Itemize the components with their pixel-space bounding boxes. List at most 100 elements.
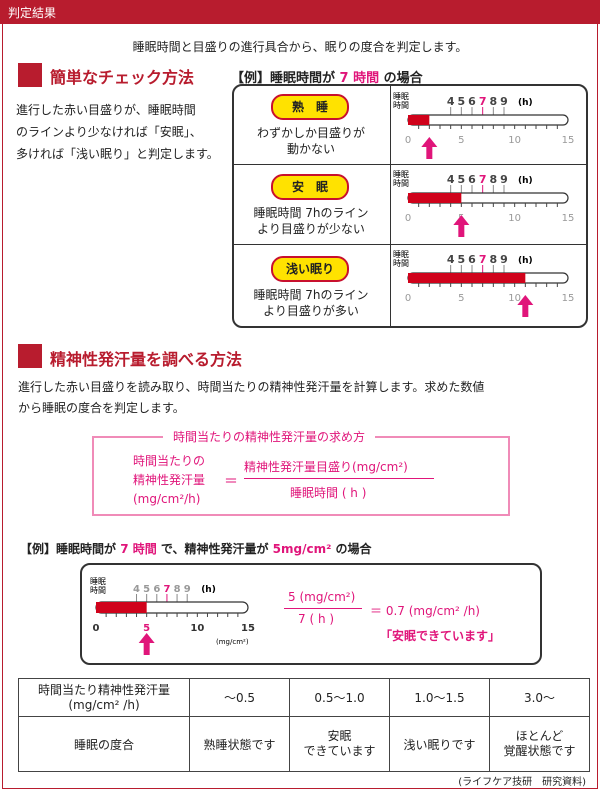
row-desc: 睡眠時間 7hのライン より目盛りが少ない	[234, 205, 388, 237]
formula-left-line: 時間当たりの	[133, 454, 206, 468]
arrow-up-icon	[453, 215, 470, 237]
table-cell: 熟睡状態です	[189, 716, 290, 772]
example2-mid: で、精神性発汗量が	[160, 542, 269, 556]
method-description: 進行した赤い目盛りを読み取り、時間当たりの精神性発汗量を計算します。求めた数値 …	[18, 377, 484, 419]
gauge-top-number: 9	[500, 173, 508, 186]
cell-line: 安眠	[327, 729, 352, 743]
gauge-top-number: 6	[153, 584, 160, 595]
gauge-track	[407, 114, 569, 126]
gauge-unit: (h)	[518, 176, 533, 186]
gauge-top-number: 8	[490, 253, 498, 266]
intro-text: 睡眠時間と目盛りの進行具合から、眠りの度合を判定します。	[132, 40, 468, 54]
table-cell: 3.0～	[489, 678, 590, 717]
gauge-top-number: 5	[143, 584, 150, 595]
table-row: 時間当たり精神性発汗量 (mg/cm² /h) ～0.5 0.5～1.0 1.0…	[18, 678, 590, 717]
gauge-bottom-number: 15	[562, 213, 575, 224]
gauge-top-number: 5	[458, 253, 466, 266]
column-divider	[390, 86, 391, 326]
gauge-top-number: 8	[490, 95, 498, 108]
gauge-bottom-number: 15	[562, 293, 575, 304]
page-title: 判定結果	[8, 6, 57, 20]
gauge-top-number: 7	[163, 584, 170, 595]
section-marker-icon	[18, 344, 42, 368]
gauge-bottom-number: 5	[458, 135, 464, 146]
row-desc-line: 睡眠時間 7hのライン	[253, 206, 369, 220]
cell-line: 熟睡状態です	[203, 737, 276, 752]
gauge-top-number: 8	[490, 173, 498, 186]
row-divider	[234, 244, 586, 245]
row-desc-line: 睡眠時間 7hのライン	[253, 288, 369, 302]
badge-deep-sleep: 熟 睡	[271, 94, 349, 120]
example2-label: 【例】睡眠時間が 7 時間 で、精神性発汗量が 5mg/cm² の場合	[20, 540, 372, 557]
example-prefix: 【例】睡眠時間が	[231, 71, 336, 86]
gauge-fill	[408, 273, 526, 283]
gauge-top-number: 4	[447, 95, 455, 108]
gauge-fill	[408, 115, 430, 125]
gauge-unit: (h)	[518, 256, 533, 266]
gauge-bottom-number: 0	[405, 135, 411, 146]
gauge-label: 時間	[393, 179, 409, 188]
cell-line: できています	[303, 744, 376, 758]
gauge-bottom-number: 0	[405, 293, 411, 304]
row-desc-line: 動かない	[286, 142, 335, 156]
gauge-top-number: 9	[184, 584, 191, 595]
gauge-label: 時間	[393, 101, 409, 110]
formula-numerator: 精神性発汗量目盛り(mg/cm²)	[244, 460, 408, 474]
example2-suffix: の場合	[335, 542, 372, 556]
badge-sound-sleep: 安 眠	[271, 174, 349, 200]
section-marker-icon	[18, 63, 42, 87]
gauge-unit: (h)	[518, 98, 533, 108]
gauge-label: 睡眠	[393, 170, 409, 179]
gauge-label: 睡眠	[90, 577, 106, 586]
gauge-top-number: 4	[133, 584, 140, 595]
arrow-up-icon	[421, 137, 438, 159]
gauge-bottom-number: 5	[458, 293, 464, 304]
calc-denominator: 7 ( h )	[298, 612, 335, 626]
gauge-top-number: 7	[479, 253, 487, 266]
gauge-top-number: 5	[458, 95, 466, 108]
cell-line: 覚醒状態です	[503, 744, 576, 758]
gauge-top-number: 4	[447, 253, 455, 266]
gauge-top-number: 7	[479, 95, 487, 108]
example2-amount: 5mg/cm²	[272, 542, 332, 556]
content-frame	[2, 24, 598, 789]
gauge-top-number: 6	[468, 173, 476, 186]
gauge-bottom-number: 5	[143, 623, 150, 634]
calc-fraction-bar	[284, 608, 362, 609]
calc-numerator: 5 (mg/cm²)	[288, 590, 356, 604]
table-cell: ほとんど覚醒状態です	[489, 716, 590, 772]
badge-light-sleep: 浅い眠り	[271, 256, 349, 282]
gauge-top-number: 6	[468, 95, 476, 108]
gauge-top-number: 4	[447, 173, 455, 186]
method-title: 精神性発汗量を調べる方法	[50, 350, 243, 369]
gauge-bottom-number: 10	[508, 213, 521, 224]
calc-verdict: 「安眠できています」	[380, 629, 501, 643]
gauge-fill	[408, 193, 462, 203]
formula-title: 時間当たりの精神性発汗量の求め方	[163, 428, 376, 445]
table-cell: 0.5～1.0	[289, 678, 390, 717]
formula-left-line: (mg/cm²/h)	[133, 492, 201, 506]
table-row: 睡眠の度合 熟睡状態です 安眠できています 浅い眠りです ほとんど覚醒状態です	[18, 716, 590, 772]
calc-result: ＝ 0.7 (mg/cm² /h)	[370, 604, 480, 618]
desc-line: 進行した赤い目盛りが、睡眠時間	[16, 103, 196, 117]
row-desc-line: より目盛りが少ない	[257, 222, 365, 236]
row-desc: わずかしか目盛りが 動かない	[234, 125, 388, 157]
example2-hours: 7 時間	[120, 542, 157, 556]
example-suffix: の場合	[383, 71, 423, 86]
cell-line: ほとんど	[515, 729, 564, 743]
example2-box	[80, 563, 542, 665]
simple-description: 進行した赤い目盛りが、睡眠時間 のラインより少なければ「安眠」、 多ければ「浅い…	[16, 99, 219, 165]
gauge-unit-small: (mg/cm²)	[216, 638, 249, 646]
table-cell: ～0.5	[189, 678, 290, 717]
arrow-up-icon	[138, 633, 155, 655]
gauge-unit: (h)	[201, 585, 216, 595]
simple-example-label: 【例】睡眠時間が 7 時間 の場合	[231, 67, 423, 86]
table-cell: 浅い眠りです	[389, 716, 490, 772]
cell-line: 浅い眠りです	[403, 737, 476, 752]
desc-line: 多ければ「浅い眠り」と判定します。	[16, 147, 219, 161]
table-header-label: 時間当たり精神性発汗量 (mg/cm² /h)	[18, 678, 190, 717]
gauge-bottom-number: 15	[562, 135, 575, 146]
gauge-bottom-number: 10	[508, 293, 521, 304]
